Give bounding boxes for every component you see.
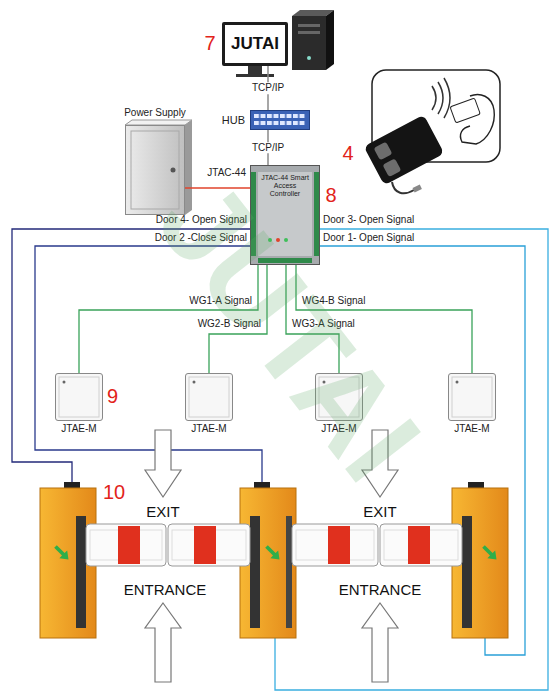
device-heading: Power Supply — [124, 107, 186, 119]
text-holder: HUB — [222, 111, 245, 129]
turnstile-posts — [40, 482, 508, 638]
label-holder: 8 — [325, 184, 336, 207]
card-reader-illustration — [364, 70, 500, 193]
callout-number: 8 — [325, 184, 336, 207]
direction-label: ENTRANCE — [124, 581, 207, 598]
controller-face-text: JTAC-44 Smart Access Controller — [259, 174, 311, 198]
label-holder: EXIT — [363, 503, 396, 520]
label-holder: ENTRANCE — [339, 581, 422, 598]
text-holder: JTAE-M — [454, 423, 489, 435]
direction-label: ENTRANCE — [339, 581, 422, 598]
label-holder: ENTRANCE — [124, 581, 207, 598]
text-holder: JUTAI — [225, 25, 285, 63]
label-holder: 7 — [204, 32, 215, 55]
power-supply-box: Power Supply — [125, 125, 185, 215]
label-holder: Door 3- Open Signal — [323, 214, 414, 226]
label-holder: EXIT — [146, 503, 179, 520]
direction-label: EXIT — [146, 503, 179, 520]
callout-number: 7 — [204, 32, 215, 55]
label-holder: 9 — [107, 385, 118, 408]
callout-number: 4 — [342, 142, 353, 165]
callout-number: 9 — [107, 385, 118, 408]
direction-label: EXIT — [363, 503, 396, 520]
label-holder: Door 1- Open Signal — [323, 232, 414, 244]
screen-brand: JUTAI — [231, 34, 279, 54]
turnstile-wings — [86, 524, 462, 566]
device-heading: JTAC-44 — [207, 167, 246, 179]
signal-label: TCP/IP — [250, 82, 286, 94]
text-holder: Power Supply — [124, 107, 186, 119]
reader-model: JTAE-M — [61, 423, 96, 435]
computer-tower — [292, 10, 334, 70]
signal-label: Door 3- Open Signal — [323, 214, 414, 226]
watermark: JUTAI — [132, 154, 449, 505]
network-switch — [250, 110, 310, 130]
monitor-screen: JUTAI — [222, 22, 288, 66]
edge-label-holder: TCP/IP — [250, 142, 286, 154]
callout-number: 10 — [103, 481, 125, 504]
signal-label: Door 1- Open Signal — [323, 232, 414, 244]
reader-model: JTAE-M — [454, 423, 489, 435]
label-holder: 4 — [342, 142, 353, 165]
label-holder: JUTAI — [132, 154, 449, 505]
edge-label-holder: TCP/IP — [250, 82, 286, 94]
card-reader-box: JTAE-M — [448, 373, 496, 421]
signal-label: TCP/IP — [250, 142, 286, 154]
reader-model: JTAE-M — [191, 423, 226, 435]
network-hub: HUB — [250, 110, 310, 130]
label-holder: 10 — [103, 481, 125, 504]
card-reader-box: JTAE-M — [55, 373, 103, 421]
device-heading: HUB — [222, 114, 245, 127]
text-holder: JTAC-44 — [207, 167, 246, 179]
text-holder: JTAE-M — [61, 423, 96, 435]
text-holder: JTAE-M — [191, 423, 226, 435]
text-holder: JTAC-44 Smart Access Controller — [259, 174, 311, 198]
card-reader-box: JTAE-M — [185, 373, 233, 421]
